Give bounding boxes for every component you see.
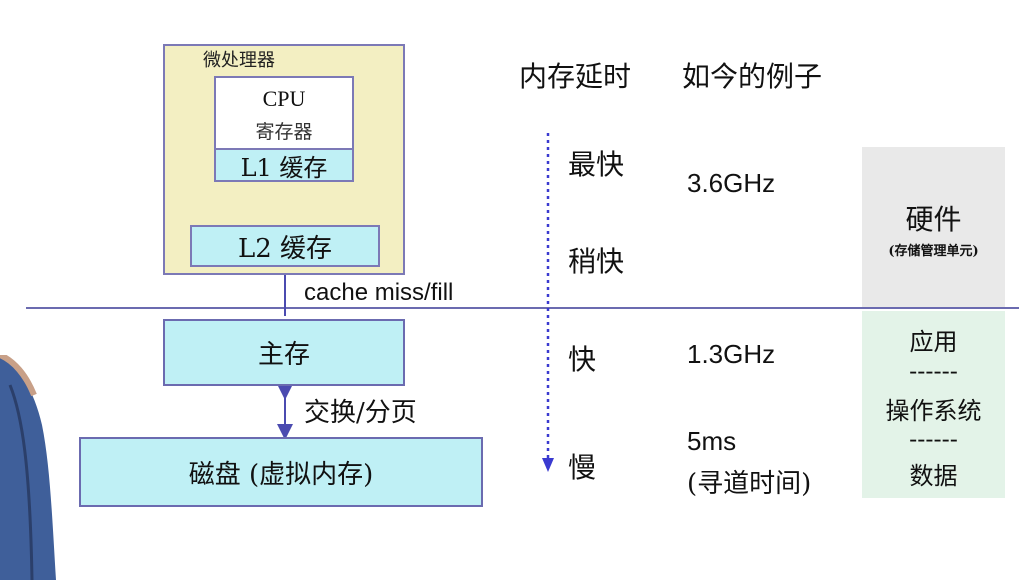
example-disk-time: 5ms (687, 426, 737, 456)
l1-cache-box: L1 缓存 (214, 148, 354, 182)
cache-miss-fill-label: cache miss/fill (304, 279, 454, 306)
speed-fastest: 最快 (568, 148, 625, 181)
software-divider: ------ (909, 425, 958, 453)
l1-cache-label: L1 缓存 (240, 153, 328, 182)
l2-cache-label: L2 缓存 (237, 233, 333, 264)
speed-faster: 稍快 (568, 245, 625, 278)
cache-memory-divider (26, 307, 1019, 309)
software-item-data: 数据 (909, 462, 958, 490)
hardware-title: 硬件 (905, 203, 962, 236)
example-cpu-freq: 3.6GHz (687, 168, 776, 198)
software-panel (862, 311, 1005, 498)
cpu-label: CPU (262, 86, 306, 111)
example-header: 如今的例子 (682, 60, 823, 93)
software-divider: ------ (909, 357, 958, 385)
disk-label: 磁盘 (虚拟内存) (188, 459, 374, 490)
hardware-panel (862, 147, 1005, 307)
software-item-app: 应用 (909, 328, 958, 356)
latency-header: 内存延时 (519, 60, 632, 93)
main-memory-label: 主存 (257, 340, 310, 370)
speed-slow: 慢 (568, 451, 597, 484)
l2-cache-box: L2 缓存 (190, 225, 380, 267)
software-item-os: 操作系统 (885, 397, 982, 425)
disk-box: 磁盘 (虚拟内存) (79, 437, 483, 507)
microprocessor-label: 微处理器 (203, 50, 275, 71)
presenter-silhouette (0, 355, 56, 580)
main-memory-box: 主存 (163, 319, 405, 386)
swap-paging-label: 交换/分页 (304, 398, 417, 428)
register-label: 寄存器 (255, 121, 313, 143)
cpu-box (214, 76, 354, 150)
speed-fast: 快 (568, 343, 597, 376)
example-disk-note: (寻道时间) (687, 469, 812, 499)
hardware-subtitle: (存储管理单元) (888, 244, 979, 259)
example-memory-freq: 1.3GHz (687, 339, 776, 369)
